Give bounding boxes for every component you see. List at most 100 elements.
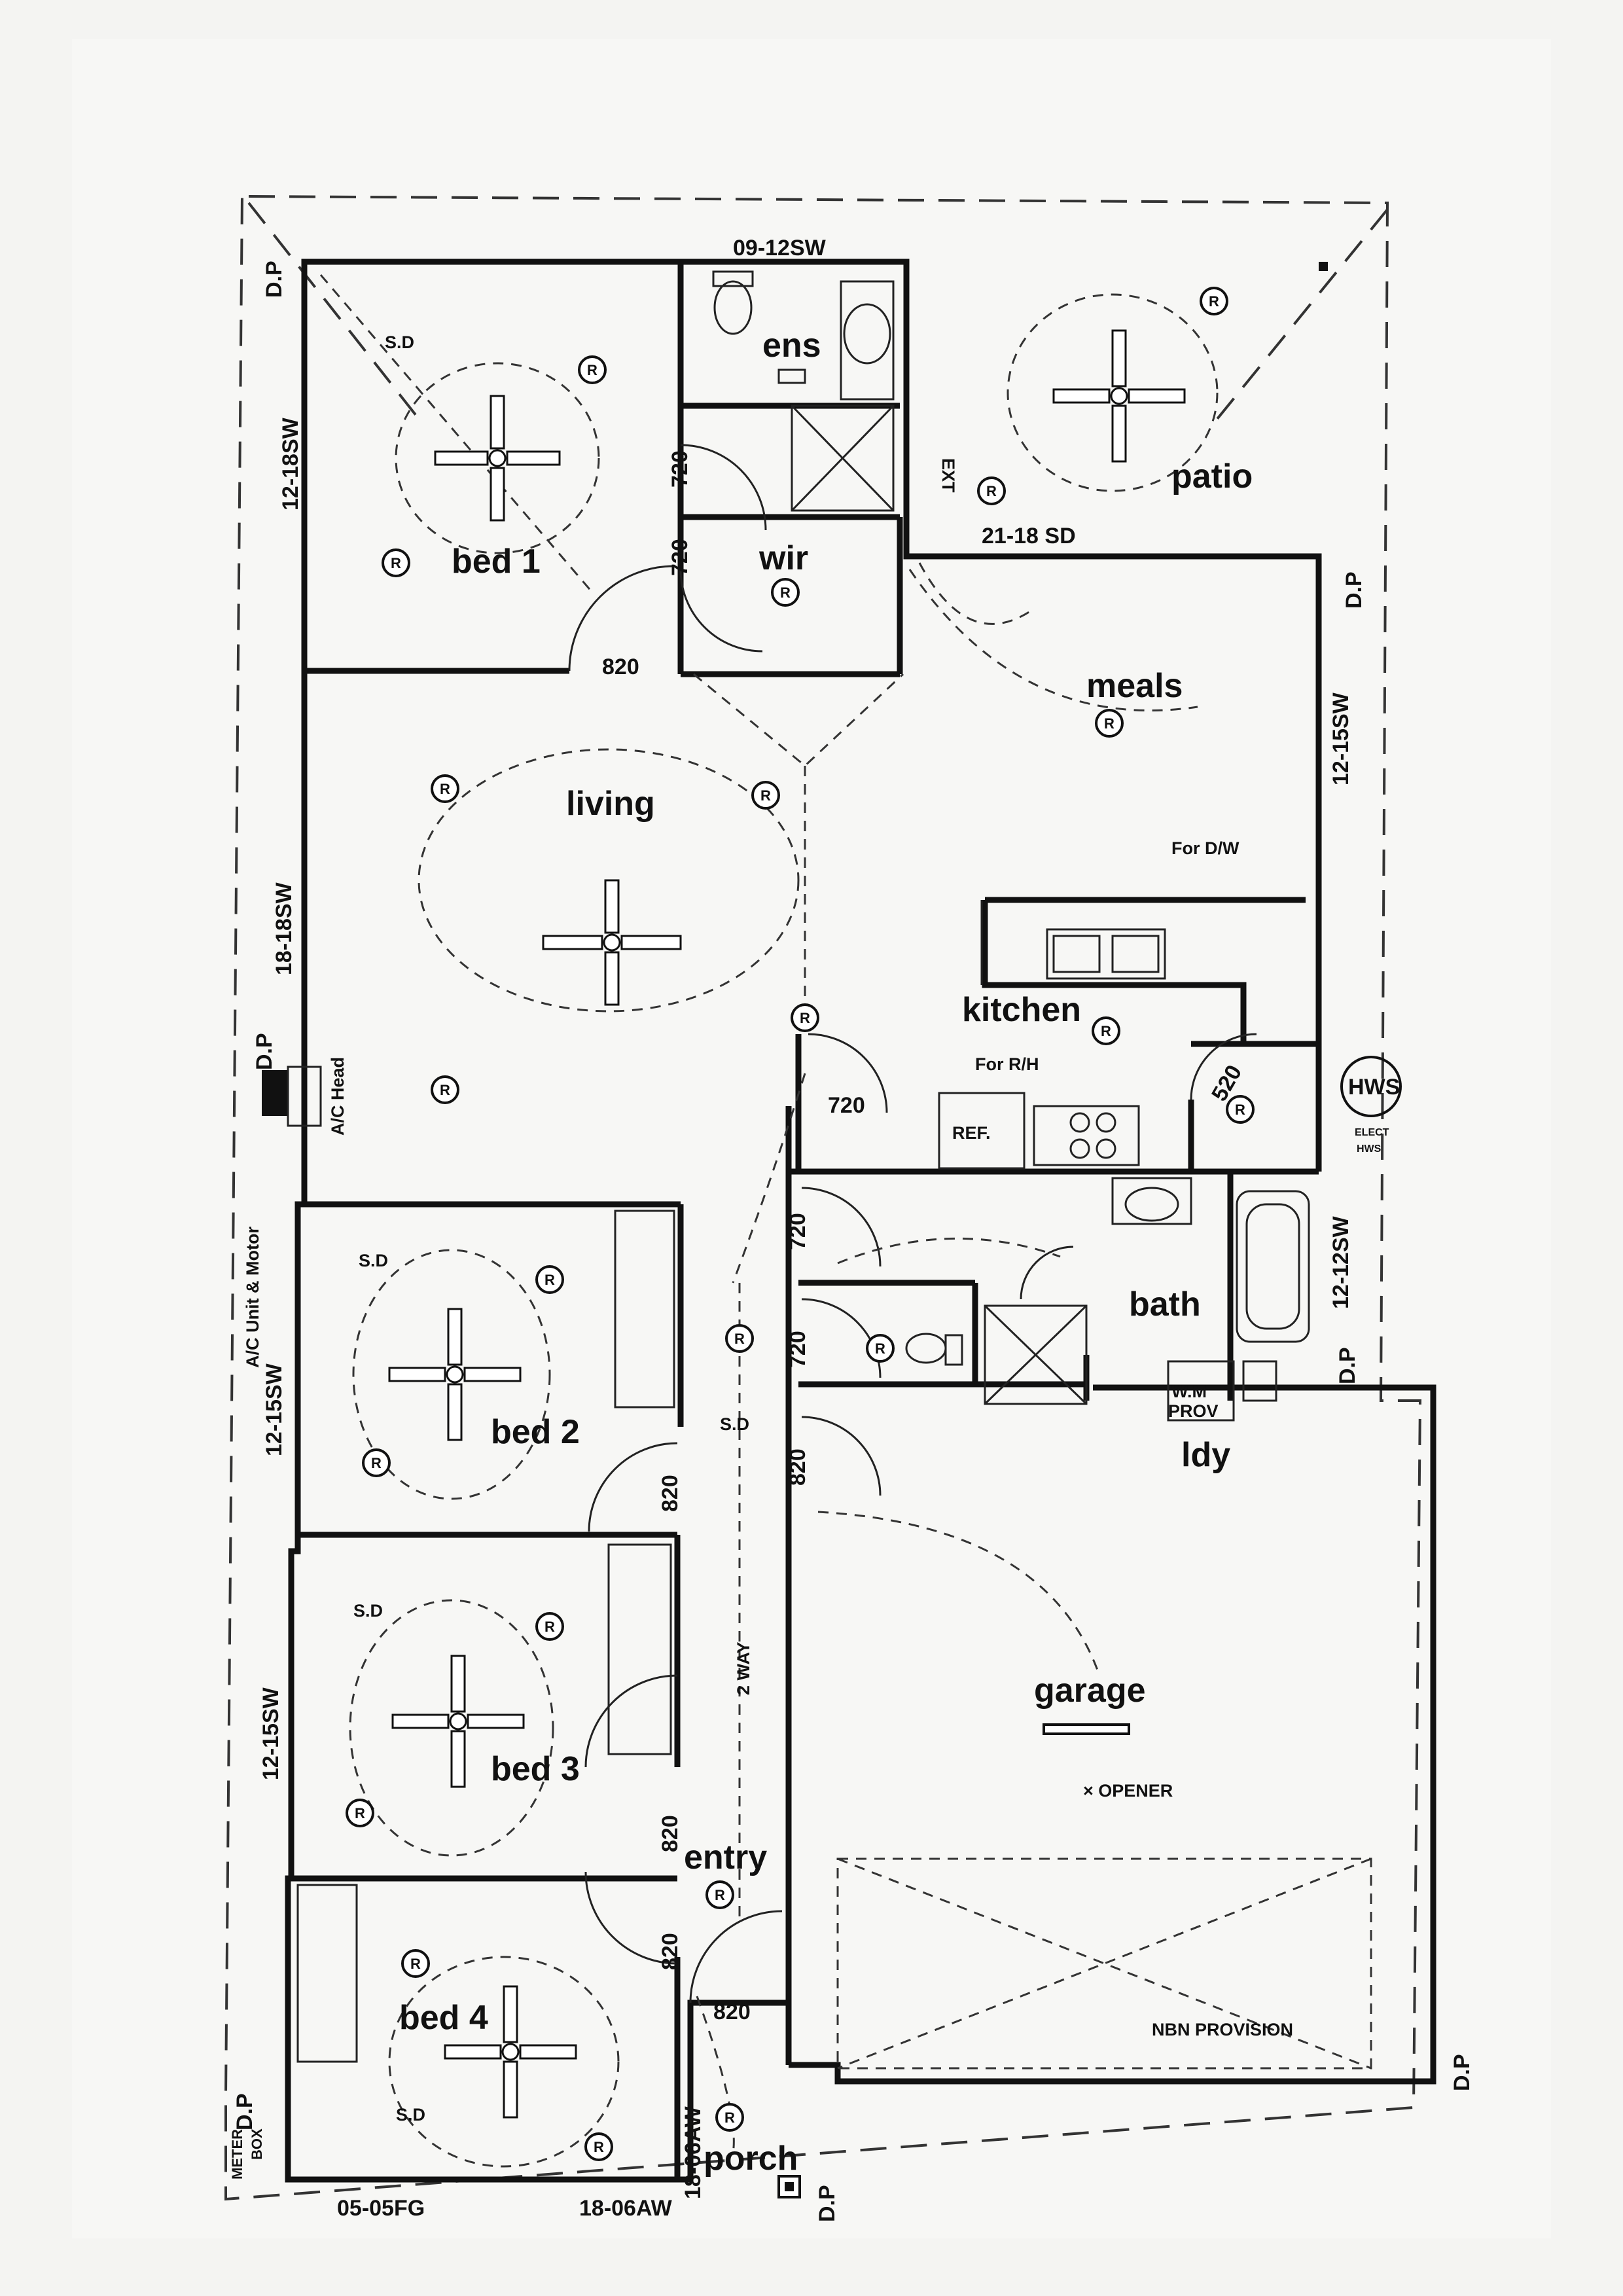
nbn-provision-label: NBN PROVISION [1152, 2020, 1293, 2039]
light-marker-letter: R [440, 1082, 450, 1098]
downpipe-label-5: D.P [1450, 2054, 1474, 2091]
door-label-wc: 720 [785, 1331, 810, 1368]
room-label-bed4: bed 4 [399, 1999, 488, 2037]
boundary-diagonal-2 [247, 202, 420, 420]
light-markers: R R R R R R R R R R R R R R R R R R R R … [346, 287, 1255, 2161]
light-marker-letter: R [1101, 1023, 1111, 1039]
meter-label: METER [229, 2129, 245, 2179]
door-label-ens: 720 [668, 450, 692, 488]
rangehood-note: For R/H [975, 1054, 1039, 1074]
light-marker-letter: R [760, 787, 771, 804]
hws-sublabel-2: HWS [1357, 1143, 1382, 1155]
downpipe-label-3: D.P [252, 1033, 277, 1070]
light-marker-letter: R [1235, 1102, 1245, 1118]
door-label-bed2: 820 [658, 1475, 683, 1512]
dishwasher-note: For D/W [1171, 838, 1240, 858]
room-label-bed1: bed 1 [452, 543, 541, 581]
room-label-living: living [566, 785, 655, 823]
door-label-hall: 720 [785, 1213, 810, 1250]
light-marker-letter: R [544, 1272, 555, 1288]
smoke-detector-label: S.D [720, 1414, 749, 1434]
hws-sublabel-1: ELECT [1355, 1127, 1389, 1138]
light-marker-letter: R [1104, 715, 1115, 732]
light-marker-letter: R [544, 1619, 555, 1635]
smoke-detector-label: S.D [396, 2105, 425, 2125]
hws-icon [1340, 1056, 1402, 1117]
light-marker-letter: R [391, 555, 401, 571]
light-marker-letter: R [594, 2139, 604, 2155]
room-label-kitchen: kitchen [962, 991, 1081, 1029]
smoke-detector-label: S.D [353, 1601, 383, 1621]
drawing-sheet [72, 39, 1551, 2238]
ext-label: EXT [938, 458, 958, 493]
window-label-bath: 12-12SW [1329, 1215, 1353, 1309]
downpipe-label-6: D.P [232, 2093, 257, 2130]
ceiling-fans [388, 329, 1186, 2119]
smoke-detector-label: S.D [385, 332, 414, 352]
window-label-porch: 18-06AW [681, 2106, 705, 2199]
fridge-label: REF. [952, 1123, 991, 1143]
ac-head-label: A/C Head [328, 1057, 348, 1136]
light-marker-letter: R [715, 1887, 725, 1903]
smoke-detectors: S.D S.D S.D S.D S.D [353, 332, 749, 2125]
downpipe-label-2: D.P [1342, 571, 1366, 609]
room-label-bed3: bed 3 [491, 1750, 580, 1788]
room-label-garage: garage [1034, 1672, 1146, 1710]
fan-icon [542, 879, 682, 1006]
fan-icon [434, 395, 561, 522]
ac-unit-label: A/C Unit & Motor [243, 1227, 262, 1368]
light-marker-letter: R [724, 2109, 735, 2126]
fan-icon [391, 1655, 525, 1788]
room-label-ldy: ldy [1181, 1436, 1230, 1474]
wardrobes [296, 1210, 675, 2063]
corner-marker [1319, 262, 1328, 271]
switch-wiring [319, 274, 1219, 2168]
light-marker-letter: R [734, 1331, 745, 1347]
light-marker-letter: R [587, 362, 597, 378]
property-boundary [224, 195, 1422, 2201]
fixtures [262, 270, 1372, 2198]
light-marker-letter: R [440, 781, 450, 797]
washing-machine-prov-label: PROV [1168, 1401, 1219, 1421]
door-swings [568, 444, 1257, 2003]
fan-icon [388, 1308, 522, 1441]
door-label-kitchen: 720 [828, 1093, 865, 1118]
light-marker-letter: R [410, 1956, 421, 1972]
downpipe-label-4: D.P [1335, 1347, 1360, 1384]
room-label-bath: bath [1129, 1285, 1201, 1323]
window-label-bottom-left: 05-05FG [337, 2196, 425, 2221]
hws-label: HWS [1348, 1075, 1400, 1100]
fan-icon [1052, 329, 1186, 463]
door-label-wir: 720 [668, 539, 692, 576]
light-marker-letter: R [1209, 293, 1219, 310]
room-label-patio: patio [1171, 457, 1253, 495]
meter-box-label: BOX [249, 2128, 265, 2160]
downpipe-label-7: D.P [815, 2185, 840, 2222]
window-label-bottom-right: 18-06AW [579, 2196, 673, 2221]
window-label-meals: 12-15SW [1329, 692, 1353, 785]
room-label-wir: wir [758, 539, 808, 577]
door-label-garage: 820 [785, 1448, 810, 1486]
garage-opener-label: × OPENER [1083, 1781, 1173, 1801]
light-marker-letter: R [780, 584, 791, 601]
light-marker-letter: R [371, 1455, 382, 1471]
window-label-ens: 09-12SW [733, 236, 827, 260]
two-way-switch-label: 2 WAY [734, 1641, 753, 1695]
light-marker-letter: R [986, 483, 997, 499]
fan-icon [444, 1985, 577, 2119]
smoke-detector-label: S.D [359, 1251, 388, 1270]
room-label-entry: entry [684, 1839, 767, 1876]
door-label-bed3: 820 [658, 1815, 683, 1852]
window-label-bed2: 12-15SW [262, 1363, 287, 1456]
light-marker-letter: R [355, 1805, 365, 1821]
washing-machine-label: W.M [1171, 1382, 1207, 1401]
window-label-patio-door: 21-18 SD [982, 524, 1076, 548]
boundary-diagonal-1 [1216, 208, 1389, 420]
window-label-living: 18-18SW [272, 882, 296, 975]
light-marker-letter: R [800, 1010, 810, 1026]
room-label-meals: meals [1086, 667, 1183, 705]
light-marker-letter: R [875, 1340, 885, 1357]
room-label-ens: ens [762, 327, 821, 365]
downpipe-label-1: D.P [262, 260, 287, 298]
